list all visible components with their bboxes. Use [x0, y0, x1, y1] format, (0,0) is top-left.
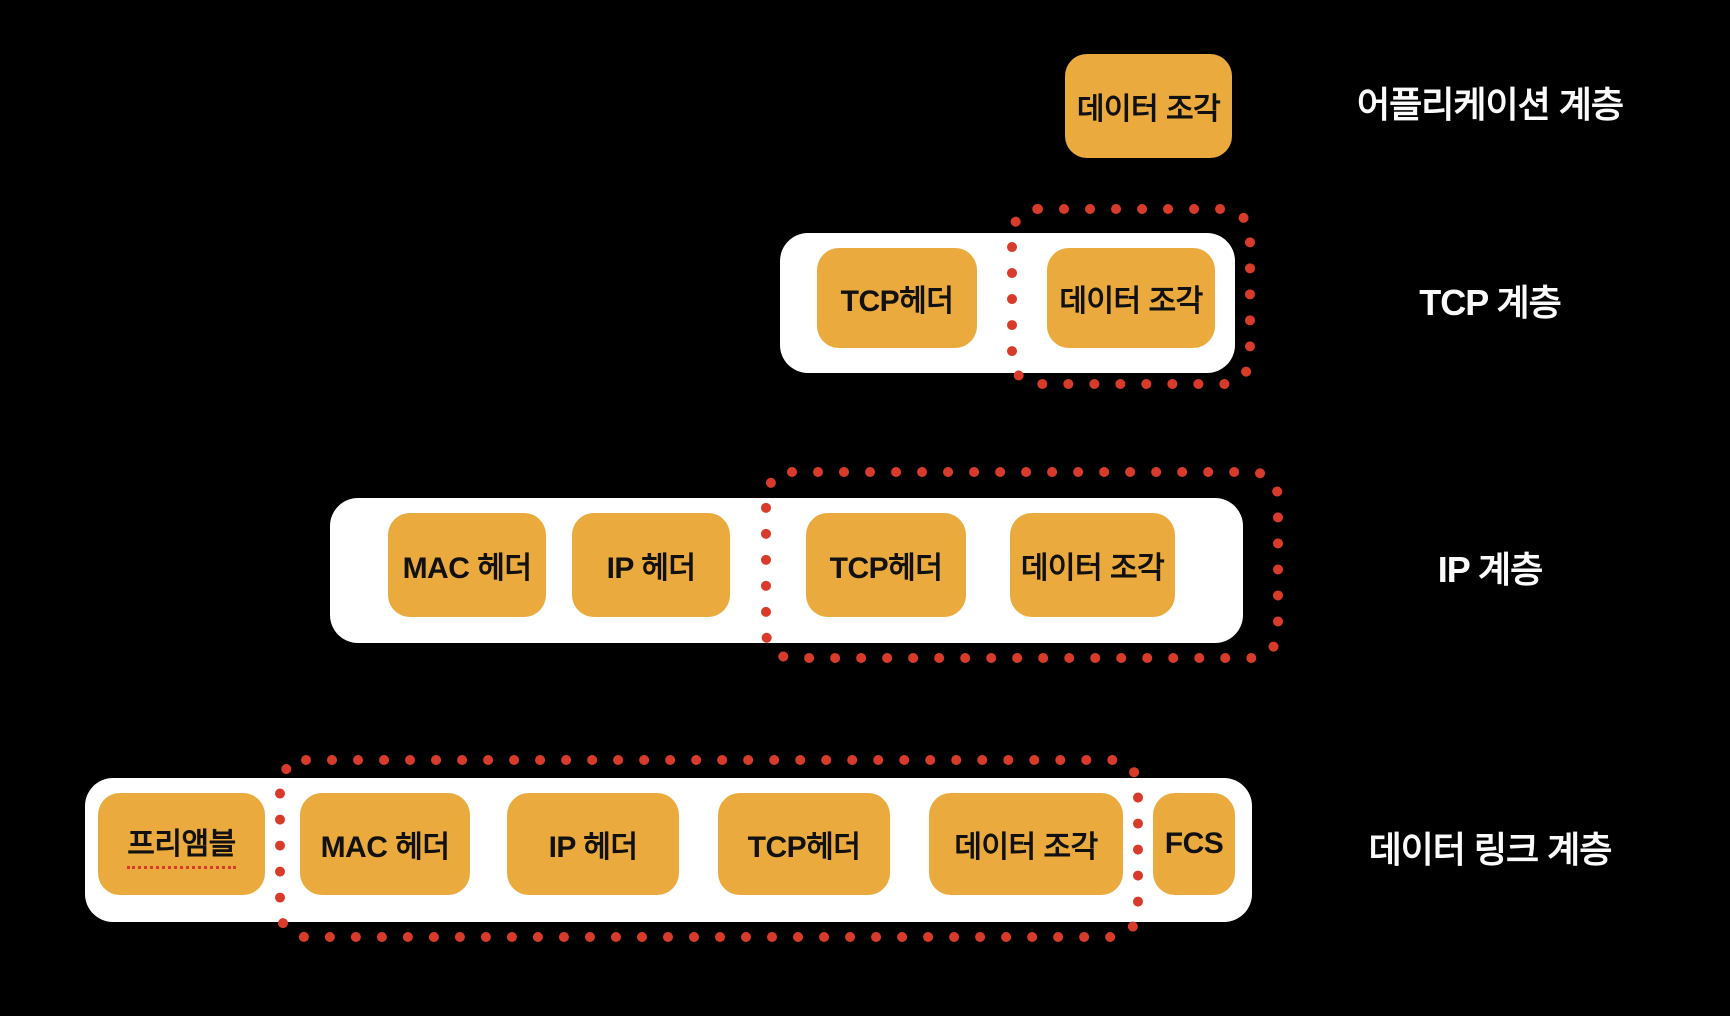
datalink-encapsulation-dotted-outline	[275, 755, 1143, 942]
layer-label-datalink: 데이터 링크 계층	[1368, 829, 1613, 870]
box-label: 프리앰블	[127, 819, 236, 869]
ip-row-tcp-header-box: TCP헤더	[806, 513, 966, 617]
datalink-row-data-fragment-box: 데이터 조각	[929, 793, 1123, 895]
preamble-box: 프리앰블	[98, 793, 265, 895]
box-label: 데이터 조각	[1059, 285, 1203, 318]
box-label: MAC 헤더	[320, 831, 450, 864]
datalink-row-mac-header-box: MAC 헤더	[300, 793, 470, 895]
box-label: 데이터 조각	[954, 831, 1098, 864]
fcs-box: FCS	[1153, 793, 1235, 895]
box-label: IP 헤더	[606, 552, 696, 585]
datalink-row-tcp-header-box: TCP헤더	[718, 793, 890, 895]
tcp-header-box: TCP헤더	[817, 248, 977, 348]
layer-label-tcp: TCP 계층	[1419, 282, 1562, 323]
box-label: 데이터 조각	[1020, 552, 1165, 585]
tcp-encapsulation-dotted-outline	[1007, 204, 1255, 389]
box-label: 데이터 조각	[1076, 93, 1221, 126]
box-label: MAC 헤더	[402, 552, 532, 585]
layer-label-ip: IP 계층	[1437, 549, 1544, 590]
box-label: TCP헤더	[829, 552, 943, 585]
ip-row-ip-header-box: IP 헤더	[572, 513, 730, 617]
ip-encapsulation-dotted-outline	[761, 467, 1283, 663]
ip-row-mac-header-box: MAC 헤더	[388, 513, 546, 617]
box-label: FCS	[1164, 827, 1224, 860]
box-label: IP 헤더	[548, 831, 638, 864]
box-label: TCP헤더	[747, 831, 861, 864]
ip-row-data-fragment-box: 데이터 조각	[1010, 513, 1175, 617]
box-label: TCP헤더	[840, 285, 954, 318]
layer-label-application: 어플리케이션 계층	[1357, 84, 1624, 125]
tcp-data-fragment-box: 데이터 조각	[1047, 248, 1215, 348]
datalink-row-ip-header-box: IP 헤더	[507, 793, 679, 895]
application-data-fragment-box: 데이터 조각	[1065, 54, 1232, 158]
